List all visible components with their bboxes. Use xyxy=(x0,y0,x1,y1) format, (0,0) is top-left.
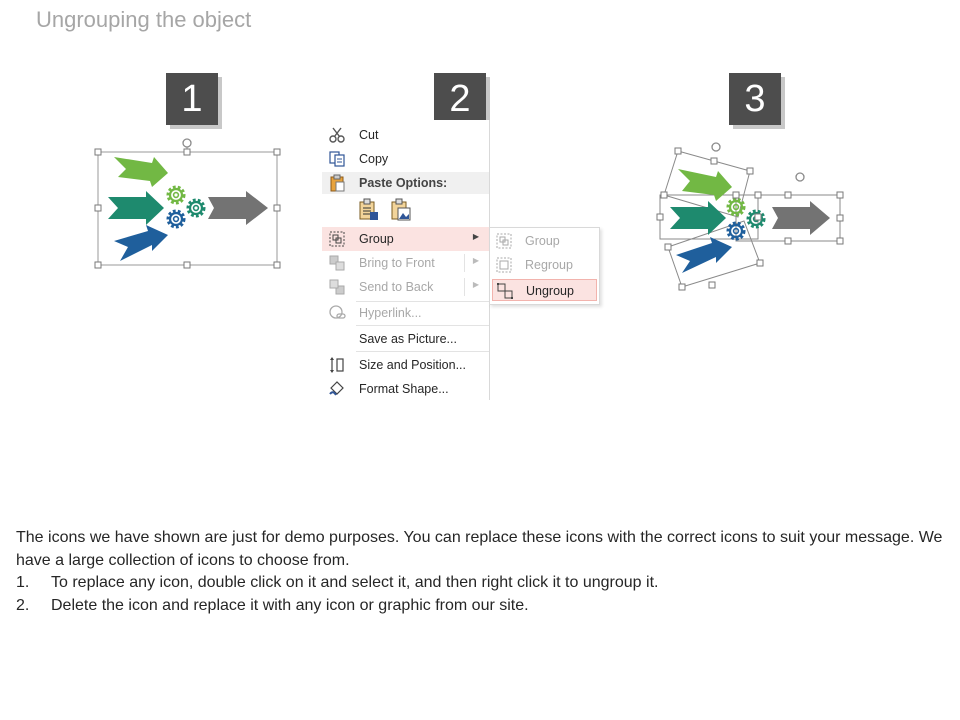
menu-item-hyperlink[interactable]: Hyperlink... xyxy=(322,301,489,325)
size-position-icon xyxy=(330,357,344,373)
menu-label-send-to-back: Send to Back xyxy=(359,280,434,294)
menu-item-send-to-back[interactable]: Send to Back ▶ xyxy=(322,275,489,299)
menu-item-size-and-position[interactable]: Size and Position... xyxy=(322,353,489,377)
list-item: 2. Delete the icon and replace it with a… xyxy=(16,595,946,618)
grouped-object-figure[interactable] xyxy=(90,135,290,275)
bring-front-icon xyxy=(329,255,345,271)
step-badge-1: 1 xyxy=(166,73,218,125)
menu-label-group: Group xyxy=(359,232,394,246)
gear-icon xyxy=(166,185,186,205)
arrow-icon xyxy=(108,191,164,225)
menu-label-save-as-picture: Save as Picture... xyxy=(359,332,457,346)
arrow-icon xyxy=(114,225,168,261)
menu-label-bring-to-front: Bring to Front xyxy=(359,256,435,270)
arrow-icon xyxy=(670,201,726,235)
list-item-number: 2. xyxy=(16,596,30,614)
description-text: The icons we have shown are just for dem… xyxy=(16,527,946,617)
context-menu: Cut Copy Paste Options: xyxy=(322,120,490,400)
menu-item-format-shape[interactable]: Format Shape... xyxy=(322,377,489,401)
gear-icon xyxy=(186,198,206,218)
group-icon xyxy=(496,233,512,249)
menu-item-bring-to-front[interactable]: Bring to Front ▶ xyxy=(322,251,489,275)
clipboard-icon xyxy=(330,174,345,192)
menu-label-paste-options: Paste Options: xyxy=(359,176,448,190)
list-item-number: 1. xyxy=(16,574,30,591)
description-intro: The icons we have shown are just for dem… xyxy=(16,529,943,569)
paste-options-heading: Paste Options: xyxy=(322,172,489,194)
submenu-arrow-icon: ▶ xyxy=(472,232,479,241)
submenu-label-ungroup: Ungroup xyxy=(526,284,574,298)
hyperlink-icon xyxy=(329,305,346,319)
paste-picture-icon[interactable] xyxy=(390,198,412,222)
format-shape-icon xyxy=(329,381,344,396)
submenu-label-regroup: Regroup xyxy=(525,258,573,272)
step-badge-2: 2 xyxy=(434,73,486,125)
rotate-handle-icon[interactable] xyxy=(711,142,805,182)
menu-item-cut[interactable]: Cut xyxy=(322,123,489,147)
menu-item-save-as-picture[interactable]: Save as Picture... xyxy=(322,327,489,351)
paste-keep-formatting-icon[interactable] xyxy=(358,198,380,222)
ungroup-icon xyxy=(497,283,513,299)
arrow-icon xyxy=(678,169,732,201)
slide-title: Ungrouping the object xyxy=(36,7,252,32)
menu-label-format-shape: Format Shape... xyxy=(359,382,449,396)
submenu-item-regroup[interactable]: Regroup xyxy=(492,254,597,276)
scissors-icon xyxy=(329,127,345,143)
submenu-arrow-icon: ▶ xyxy=(472,280,479,289)
group-submenu: Group Regroup Ungroup xyxy=(489,227,600,305)
send-back-icon xyxy=(329,279,345,295)
submenu-arrow-icon: ▶ xyxy=(472,256,479,265)
copy-icon xyxy=(329,151,345,167)
arrow-icon xyxy=(208,191,268,225)
ungrouped-object-figure[interactable] xyxy=(650,135,850,295)
menu-item-copy[interactable]: Copy xyxy=(322,147,489,171)
list-item-text: Delete the icon and replace it with any … xyxy=(51,596,529,614)
list-item-text: To replace any icon, double click on it … xyxy=(51,574,659,591)
arrow-icon xyxy=(114,157,168,187)
menu-label-cut: Cut xyxy=(359,128,379,142)
menu-item-group[interactable]: Group ▶ xyxy=(322,227,489,251)
list-item: 1. To replace any icon, double click on … xyxy=(16,572,946,595)
submenu-item-ungroup[interactable]: Ungroup xyxy=(492,279,597,301)
menu-label-hyperlink: Hyperlink... xyxy=(359,306,422,320)
arrow-icon xyxy=(676,237,732,273)
menu-label-copy: Copy xyxy=(359,152,389,166)
step-badge-3: 3 xyxy=(729,73,781,125)
group-icon xyxy=(329,231,345,247)
menu-label-size-and-position: Size and Position... xyxy=(359,358,467,372)
submenu-item-group[interactable]: Group xyxy=(492,230,597,252)
submenu-label-group: Group xyxy=(525,234,560,248)
regroup-icon xyxy=(496,257,512,273)
gear-icon xyxy=(166,209,186,229)
arrow-icon xyxy=(772,201,830,235)
